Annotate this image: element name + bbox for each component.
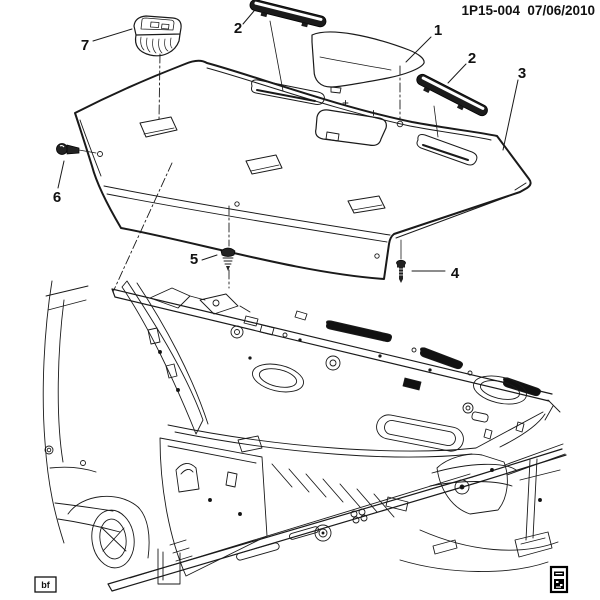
lamp-cover-part1 bbox=[311, 31, 425, 94]
push-pin-part6 bbox=[56, 143, 97, 155]
shelf-trim-panel bbox=[74, 59, 532, 280]
callout-6: 6 bbox=[53, 189, 61, 206]
center-lamp-opening bbox=[315, 100, 404, 146]
sheet-code-box: bf bbox=[34, 576, 57, 593]
body-structure bbox=[42, 280, 567, 592]
callout-leaders bbox=[57, 10, 519, 272]
drawing-number: 1P15-004 bbox=[461, 3, 520, 18]
callout-4: 4 bbox=[451, 265, 460, 282]
callout-5: 5 bbox=[190, 251, 198, 268]
sheet-code: bf bbox=[41, 580, 50, 590]
drawing-date: 07/06/2010 bbox=[527, 3, 595, 18]
callout-2-right: 2 bbox=[468, 50, 476, 67]
shelf-anchor-slots bbox=[139, 116, 386, 214]
callout-2-left: 2 bbox=[234, 20, 242, 37]
molding-slots bbox=[251, 79, 478, 166]
callout-3: 3 bbox=[518, 65, 526, 82]
screw-part4 bbox=[396, 259, 406, 283]
print-stamp-icon bbox=[549, 565, 569, 594]
molding-strip-left-part2 bbox=[249, 0, 327, 28]
anchor-cover-part7 bbox=[133, 15, 182, 57]
callout-7: 7 bbox=[81, 37, 89, 54]
molding-strip-right-part2 bbox=[416, 73, 488, 117]
callout-1: 1 bbox=[434, 22, 442, 39]
push-clip-part5 bbox=[220, 247, 236, 271]
assembly-guide-lines bbox=[112, 20, 439, 293]
